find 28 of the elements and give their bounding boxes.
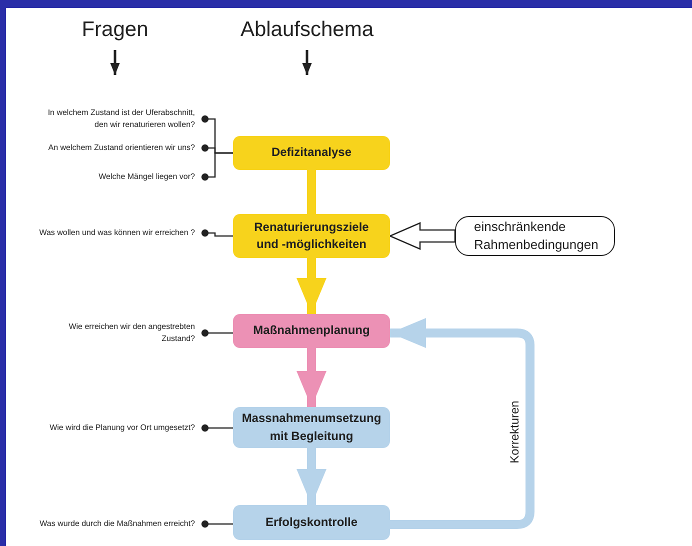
question-text: Was wollen und was können wir erreichen ?	[10, 225, 205, 241]
flow-arrow	[296, 448, 326, 505]
process-box: Renaturierungsziele und -möglichkeiten	[233, 214, 390, 258]
question-text: An welchem Zustand orientieren wir uns?	[10, 140, 205, 156]
flow-arrow	[296, 258, 326, 314]
process-box: Erfolgskontrolle	[233, 505, 390, 540]
leader-line	[201, 152, 233, 181]
heading: Fragen	[60, 15, 170, 45]
leader-line	[201, 329, 233, 337]
process-box: Defizitanalyse	[233, 136, 390, 170]
question-text: In welchem Zustand ist der Uferabschnitt, den wir renaturieren wollen?	[35, 104, 205, 134]
heading: Ablaufschema	[232, 15, 382, 45]
constraint-box: einschränkende Rahmenbedingungen	[455, 216, 615, 256]
question-text: Wie wird die Planung vor Ort umgesetzt?	[10, 420, 205, 436]
question-text: Wie erreichen wir den angestrebten Zustand?	[60, 316, 205, 350]
leader-line	[201, 424, 233, 432]
flow-arrow	[296, 348, 326, 407]
process-box: Massnahmenumsetzung mit Begleitung	[233, 407, 390, 448]
process-box: Maßnahmenplanung	[233, 314, 390, 348]
arrow	[110, 50, 120, 75]
question-text: Was wurde durch die Maßnahmen erreicht?	[10, 516, 205, 532]
arrow	[302, 50, 312, 75]
question-text: Welche Mängel liegen vor?	[10, 169, 205, 185]
flow-arrow	[390, 318, 534, 529]
hollow-arrow	[388, 222, 456, 250]
leader-line	[201, 229, 233, 237]
edge-label: Korrekturen	[506, 398, 521, 466]
leader-line	[201, 520, 233, 528]
